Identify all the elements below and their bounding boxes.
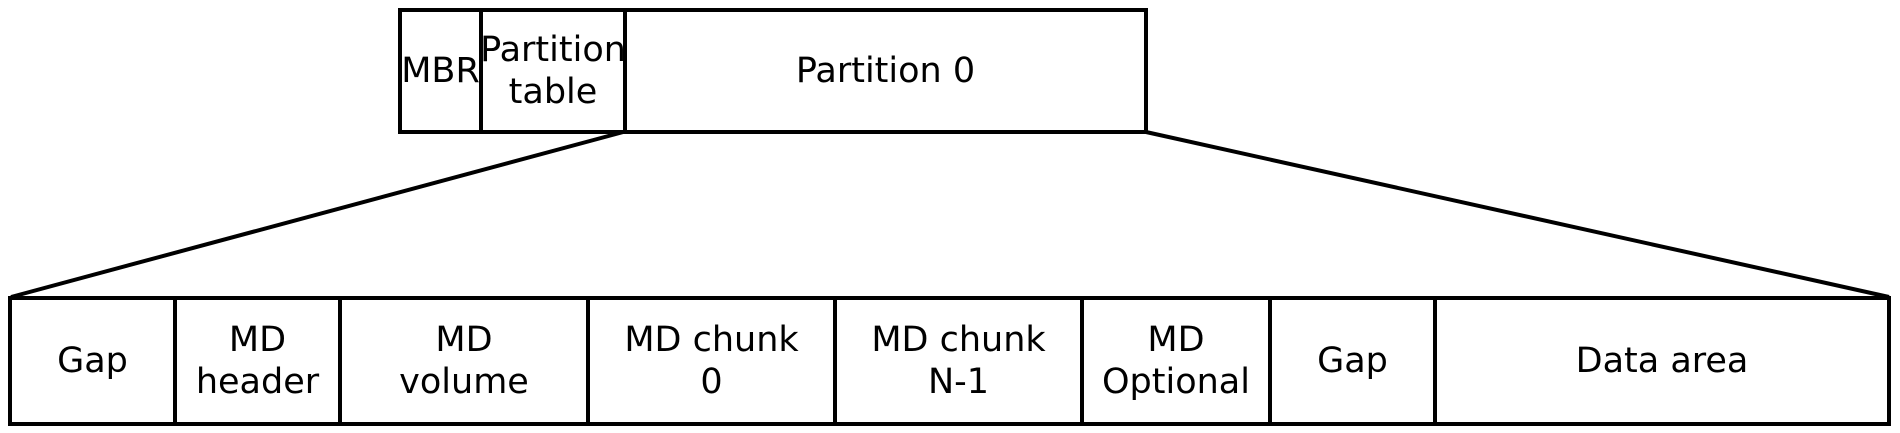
cell-mbr: MBR xyxy=(402,12,483,130)
cell-gap-2: Gap xyxy=(1272,300,1437,422)
cell-partition-0: Partition 0 xyxy=(795,51,976,91)
disk-overview-row: MBR Partition table Partition 0 xyxy=(398,8,1148,134)
cell-md-volume: MD volume xyxy=(342,300,590,422)
cell-md-chunk-n-1: MD chunk N-1 xyxy=(837,300,1084,422)
cell-gap-1: Gap xyxy=(12,300,177,422)
expansion-line-right xyxy=(1145,130,1890,299)
cell-md-header: MD header xyxy=(177,300,342,422)
expansion-line-left xyxy=(10,129,628,299)
cell-partition-table: Partition table xyxy=(483,12,627,130)
cell-md-chunk-0: MD chunk 0 xyxy=(590,300,837,422)
partition0-detail-row: Gap MD header MD volume MD chunk 0 MD ch… xyxy=(8,296,1891,426)
cell-data-area: Data area xyxy=(1575,341,1749,381)
cell-md-optional: MD Optional xyxy=(1084,300,1272,422)
